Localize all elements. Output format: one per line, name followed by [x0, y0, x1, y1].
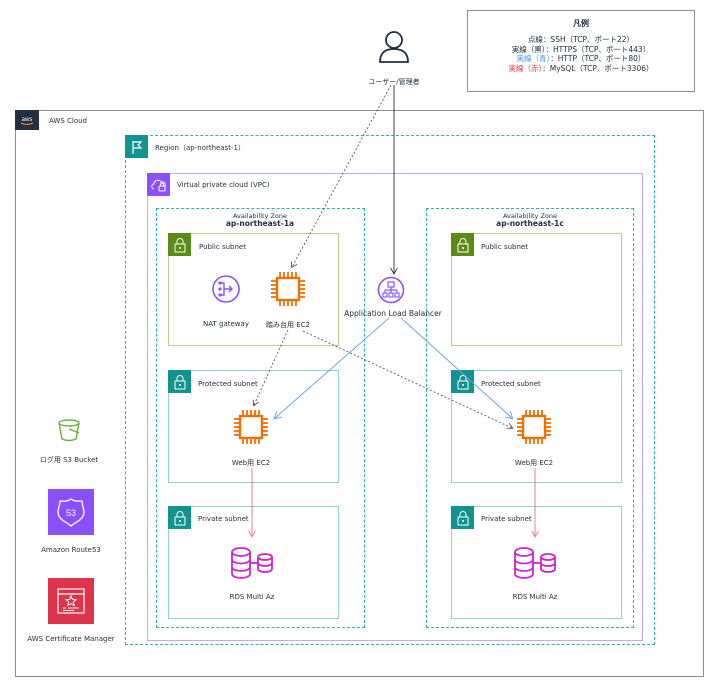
rds-multi-az-icon: [514, 547, 556, 579]
user-label: ユーザー/管理者: [368, 78, 420, 86]
public-subnet-1a: [168, 233, 339, 346]
legend-row-ssh: 点線：SSH（TCP、ポート22）: [527, 35, 635, 44]
web-ec2-1a-label: Web用 EC2: [231, 459, 271, 467]
legend-row-http: 実線（青）：HTTP（TCP、ポート80）: [516, 54, 646, 63]
az-1c-name: ap-northeast-1c: [496, 219, 564, 228]
public-subnet-1c: [451, 233, 622, 346]
legend-box: 凡例 点線：SSH（TCP、ポート22） 実線（黒）：HTTPS（TCP、ポート…: [467, 10, 695, 92]
vpc-label: Virtual private cloud (VPC): [177, 181, 270, 189]
rds-1a-label: RDS Multi Az: [229, 593, 275, 601]
lock-icon: [168, 370, 191, 393]
public-subnet-1a-label: Public subnet: [199, 243, 246, 251]
az-1a-title: Availability Zone: [232, 212, 288, 220]
ec2-icon: [234, 410, 268, 444]
az-1a-name: ap-northeast-1a: [225, 219, 295, 228]
vpc-group: [147, 173, 643, 641]
ec2-icon: [271, 272, 305, 306]
private-subnet-1c: [451, 506, 622, 619]
legend-title: 凡例: [573, 19, 589, 28]
certificate-manager-label: AWS Certificate Manager: [27, 635, 115, 643]
route53-icon: 53: [57, 498, 85, 527]
svg-text:aws: aws: [22, 117, 33, 123]
s3-bucket-icon: [58, 419, 80, 442]
rds-multi-az-icon: [231, 547, 273, 579]
lock-icon: [168, 506, 191, 529]
web-ec2-1a-node[interactable]: [232, 408, 270, 450]
aws-cloud-label: AWS Cloud: [49, 117, 87, 125]
web-ec2-1c-label: Web用 EC2: [514, 459, 554, 467]
svg-text:53: 53: [66, 508, 76, 518]
protected-subnet-1a-label: Protected subnet: [198, 380, 258, 388]
certificate-manager-node[interactable]: [48, 578, 94, 624]
user-node[interactable]: [377, 30, 411, 68]
lock-icon: [451, 506, 474, 529]
legend-row-mysql: 実線（赤）：MySQL（TCP、ポート3306）: [508, 63, 654, 73]
bastion-ec2-node[interactable]: [269, 270, 307, 312]
user-icon: [379, 31, 409, 63]
protected-subnet-1c-label: Protected subnet: [481, 380, 541, 388]
flag-icon: [125, 135, 148, 158]
nat-gateway-node[interactable]: [211, 274, 241, 308]
rds-1c-node[interactable]: [513, 546, 559, 584]
lock-icon: [168, 233, 191, 256]
s3-bucket-label: ログ用 S3 Bucket: [39, 456, 99, 464]
certificate-manager-icon: [57, 588, 85, 614]
legend-row-https: 実線（黒）：HTTPS（TCP、ポート443）: [511, 44, 651, 54]
ec2-icon: [517, 410, 551, 444]
private-subnet-1a: [168, 506, 339, 619]
alb-label: Application Load Balancer: [344, 309, 442, 318]
nat-gateway-label: NAT gateway: [203, 320, 249, 328]
bastion-ec2-label: 踏み台用 EC2: [266, 321, 310, 329]
aws-logo-icon: aws: [15, 110, 39, 130]
route53-node[interactable]: 53: [48, 489, 94, 535]
load-balancer-icon: [377, 276, 405, 304]
private-subnet-1a-label: Private subnet: [198, 515, 249, 523]
private-subnet-1c-label: Private subnet: [481, 515, 532, 523]
region-label: Region（ap-northeast-1）: [155, 144, 245, 152]
alb-node[interactable]: [377, 276, 405, 308]
web-ec2-1c-node[interactable]: [515, 408, 553, 450]
nat-gateway-icon: [212, 275, 240, 303]
rds-1c-label: RDS Multi Az: [512, 593, 558, 601]
cloud-lock-icon: [147, 173, 170, 196]
az-1c-title: Availability Zone: [502, 212, 558, 220]
lock-icon: [451, 370, 474, 393]
lock-icon: [451, 233, 474, 256]
s3-bucket-node[interactable]: [56, 417, 82, 447]
public-subnet-1c-label: Public subnet: [481, 243, 528, 251]
route53-label: Amazon Route53: [41, 546, 101, 554]
rds-1a-node[interactable]: [230, 546, 276, 584]
